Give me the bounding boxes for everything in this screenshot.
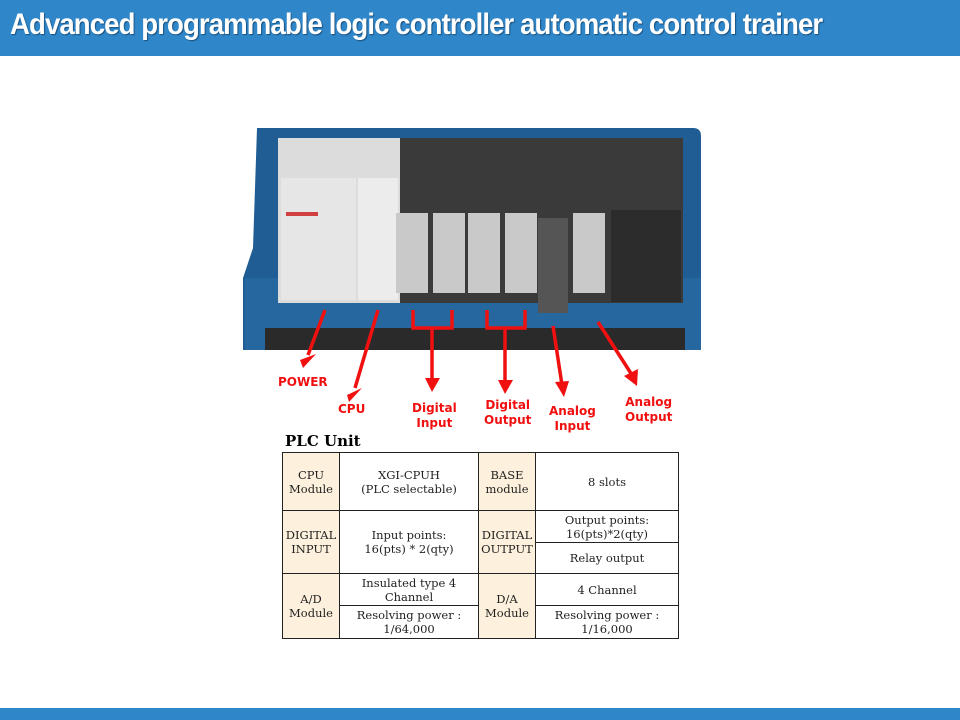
base-value: 8 slots: [535, 452, 679, 511]
cpu-value: XGI-CPUH(PLC selectable): [339, 452, 479, 511]
label-power: POWER: [278, 375, 328, 389]
digital-input-value: Input points:16(pts) * 2(qty): [339, 510, 479, 574]
title-bar: Advanced programmable logic controller a…: [0, 0, 960, 56]
table-row: Relay output: [283, 542, 679, 574]
digital-output-value: Output points:16(pts)*2(qty): [535, 510, 679, 543]
plc-unit-title: PLC Unit: [285, 432, 361, 450]
table-row: Resolving power :1/64,000 Resolving powe…: [283, 605, 679, 639]
label-cpu: CPU: [338, 402, 366, 416]
da-value-channels: 4 Channel: [535, 573, 679, 606]
page-title: Advanced programmable logic controller a…: [10, 8, 823, 41]
digital-output-type: Relay output: [535, 542, 679, 574]
plc-trainer-photo: [243, 128, 703, 350]
da-value-resolution: Resolving power :1/16,000: [535, 605, 679, 639]
ad-value-resolution: Resolving power :1/64,000: [339, 605, 479, 639]
footer-bar: [0, 708, 960, 720]
